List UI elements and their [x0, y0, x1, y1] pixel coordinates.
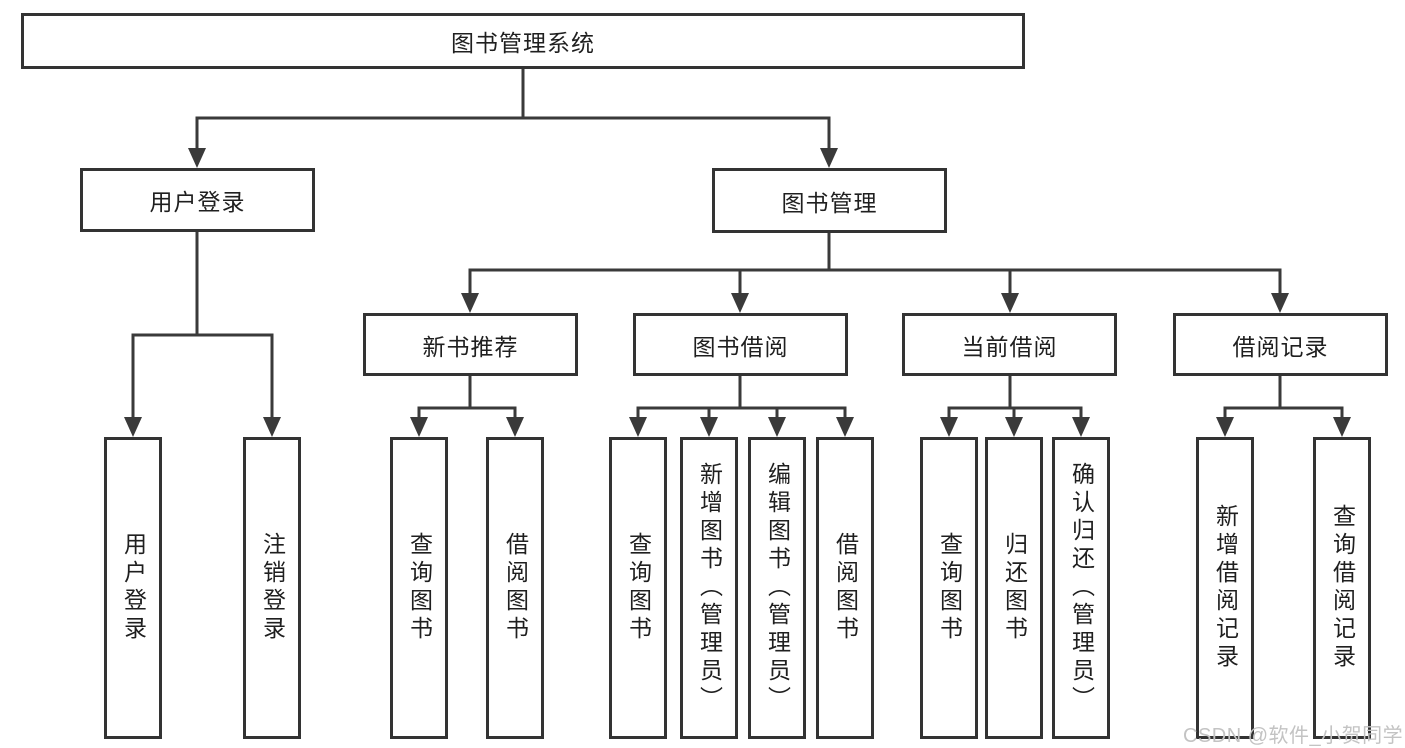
node-label: 查询图书	[936, 532, 963, 644]
node-label: 新书推荐	[422, 333, 519, 360]
node-label: 编辑图书（管理员）	[764, 462, 791, 714]
connector-current-borrow-to-leaves	[940, 374, 1090, 437]
node-label: 归还图书	[1001, 532, 1028, 644]
watermark: CSDN @软件_小贺同学	[1183, 725, 1404, 747]
connector-user-login-to-leaves	[124, 230, 281, 437]
leaf-query-borrow-record: 查询借阅记录	[1313, 437, 1371, 739]
leaf-query-book-current: 查询图书	[920, 437, 978, 739]
leaf-return-book: 归还图书	[985, 437, 1043, 739]
node-label: 查询图书	[625, 532, 652, 644]
node-label: 新增借阅记录	[1212, 504, 1239, 672]
leaf-borrow-book: 借阅图书	[816, 437, 874, 739]
leaf-borrow-book-recommend: 借阅图书	[486, 437, 544, 739]
node-label: 当前借阅	[961, 333, 1058, 360]
node-label: 用户登录	[149, 189, 246, 215]
connector-new-book-recommend-to-leaves	[410, 374, 524, 437]
node-book-borrow: 图书借阅	[633, 313, 848, 376]
leaf-user-login: 用户登录	[104, 437, 162, 739]
node-label: 借阅图书	[832, 532, 859, 644]
node-root-system: 图书管理系统	[21, 13, 1025, 69]
leaf-logout-login: 注销登录	[243, 437, 301, 739]
node-label: 新增图书（管理员）	[696, 462, 723, 714]
node-label: 图书借阅	[692, 333, 789, 360]
node-label: 借阅记录	[1232, 333, 1329, 360]
leaf-query-book-recommend: 查询图书	[390, 437, 448, 739]
node-new-book-recommend: 新书推荐	[363, 313, 578, 376]
leaf-add-borrow-record: 新增借阅记录	[1196, 437, 1254, 739]
connector-root-to-level2	[188, 67, 838, 168]
connector-book-management-to-level3	[461, 231, 1289, 313]
node-label: 查询图书	[406, 532, 433, 644]
connector-book-borrow-to-leaves	[629, 374, 854, 437]
node-label: 图书管理系统	[451, 30, 595, 56]
leaf-add-book-admin: 新增图书（管理员）	[680, 437, 738, 739]
node-book-management: 图书管理	[712, 168, 947, 233]
node-label: 注销登录	[259, 532, 286, 644]
node-label: 查询借阅记录	[1329, 504, 1356, 672]
node-label: 借阅图书	[502, 532, 529, 644]
connector-borrow-records-to-leaves	[1216, 374, 1351, 437]
leaf-confirm-return-admin: 确认归还（管理员）	[1052, 437, 1110, 739]
node-label: 用户登录	[120, 532, 147, 644]
node-borrow-records: 借阅记录	[1173, 313, 1388, 376]
node-label: 确认归还（管理员）	[1068, 462, 1095, 714]
node-label: 图书管理	[781, 189, 878, 216]
node-user-login: 用户登录	[80, 168, 315, 232]
node-current-borrow: 当前借阅	[902, 313, 1117, 376]
leaf-query-book-borrow: 查询图书	[609, 437, 667, 739]
leaf-edit-book-admin: 编辑图书（管理员）	[748, 437, 806, 739]
